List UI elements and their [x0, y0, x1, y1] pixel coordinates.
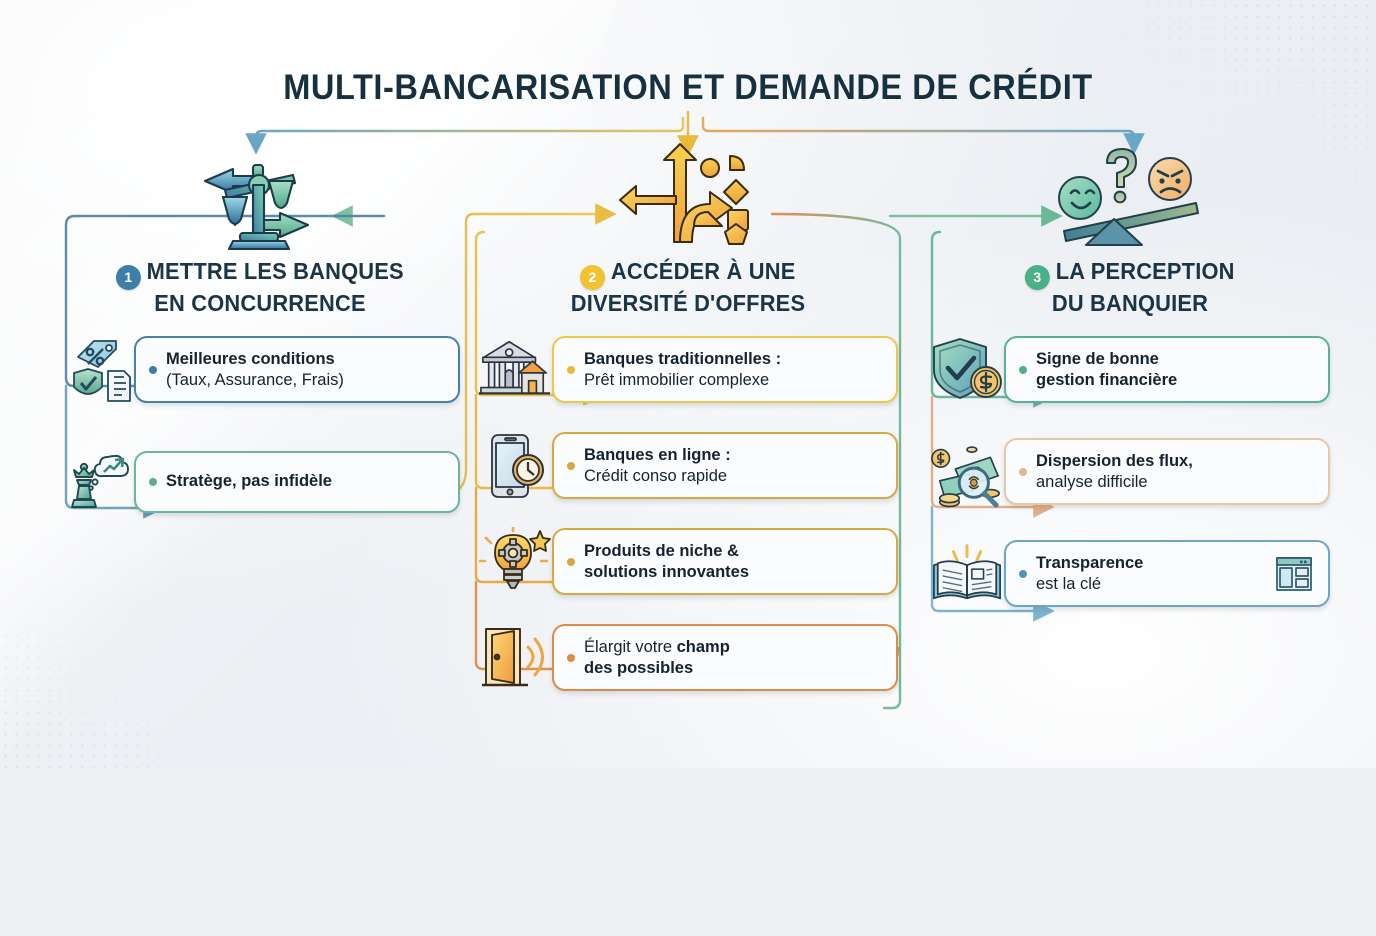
balance-scale-icon — [60, 140, 460, 252]
item-text: Signe de bonne gestion financière — [1036, 349, 1177, 391]
column-1-items: Meilleures conditions (Taux, Assurance, … — [60, 333, 460, 519]
price-tag-shield-documents-icon — [60, 333, 134, 407]
bullet-dot — [1019, 569, 1027, 578]
item-text: Transparence est la clé — [1036, 553, 1143, 595]
column-1-number-badge: 1 — [115, 264, 141, 290]
list-item: Banques traditionnelles : Prêt immobilie… — [478, 333, 898, 407]
item-card: Dispersion des flux, analyse difficile — [1004, 437, 1330, 506]
bullet-dot — [567, 653, 575, 662]
bullet-dot — [149, 477, 157, 486]
item-card: Transparence est la clé — [1004, 539, 1330, 608]
column-2-heading-line2: DIVERSITÉ D'OFFRES — [570, 289, 806, 316]
item-card: Élargit votre champ des possibles — [552, 623, 898, 692]
seesaw-faces-question-icon — [930, 140, 1330, 252]
item-title: Transparence — [1036, 553, 1144, 572]
bullet-dot — [149, 365, 157, 374]
list-item: Élargit votre champ des possibles — [478, 621, 898, 695]
item-card: Signe de bonne gestion financière — [1004, 335, 1330, 404]
shield-check-coin-icon — [930, 333, 1004, 407]
item-text: Banques traditionnelles : Prêt immobilie… — [584, 349, 781, 391]
item-title: champ — [676, 637, 730, 656]
item-subtitle: des possibles — [584, 658, 694, 677]
bank-building-house-icon — [478, 333, 552, 407]
list-item: Banques en ligne : Crédit conso rapide — [478, 429, 898, 503]
column-1-heading-line2: EN CONCURRENCE — [154, 289, 366, 316]
column-2-heading-line1: ACCÉDER À UNE — [610, 258, 796, 284]
page-title: MULTI-BANCARISATION ET DEMANDE DE CRÉDIT — [283, 68, 1093, 107]
item-title: Signe de bonne — [1036, 349, 1159, 368]
column-3-heading-line1: LA PERCEPTION — [1055, 258, 1235, 284]
item-subtitle: solutions innovantes — [584, 562, 750, 581]
item-card: Banques en ligne : Crédit conso rapide — [552, 431, 898, 500]
item-title: Banques en ligne : — [584, 445, 731, 464]
item-text: Produits de niche & solutions innovantes — [584, 541, 749, 583]
chess-queen-thought-icon — [60, 445, 134, 519]
column-3-heading-line2: DU BANQUIER — [1051, 289, 1209, 316]
bullet-dot — [1019, 365, 1027, 374]
column-2-items: Banques traditionnelles : Prêt immobilie… — [478, 333, 898, 695]
open-book-rays-icon — [930, 537, 1004, 611]
item-subtitle: analyse difficile — [1036, 472, 1148, 491]
smartphone-clock-icon — [478, 429, 552, 503]
item-text: Meilleures conditions (Taux, Assurance, … — [166, 349, 344, 391]
item-title: Meilleures conditions — [166, 349, 335, 368]
item-title: Stratège, pas infidèle — [166, 472, 332, 491]
list-item: Dispersion des flux, analyse difficile — [930, 435, 1330, 509]
item-card: Banques traditionnelles : Prêt immobilie… — [552, 335, 898, 404]
item-subtitle: (Taux, Assurance, Frais) — [166, 370, 344, 389]
column-1-heading-line1: METTRE LES BANQUES — [146, 258, 404, 284]
list-item: Produits de niche & solutions innovantes — [478, 525, 898, 599]
banknotes-magnifier-icon — [930, 435, 1004, 509]
window-layout-icon — [1274, 554, 1314, 594]
item-title: Dispersion des flux, — [1036, 451, 1193, 470]
item-text: Dispersion des flux, analyse difficile — [1036, 451, 1193, 493]
list-item: Transparence est la clé — [930, 537, 1330, 611]
bullet-dot — [567, 557, 575, 566]
bullet-dot — [1019, 467, 1027, 476]
item-card: Meilleures conditions (Taux, Assurance, … — [134, 335, 460, 404]
item-card: Produits de niche & solutions innovantes — [552, 527, 898, 596]
column-3-number-badge: 3 — [1024, 264, 1050, 290]
item-subtitle: Crédit conso rapide — [584, 466, 728, 485]
item-prefix: Élargit votre — [584, 637, 677, 656]
background-dot-pattern-bottom-left — [0, 608, 230, 768]
open-door-waves-icon — [478, 621, 552, 695]
item-subtitle: Prêt immobilier complexe — [584, 370, 770, 389]
item-text: Banques en ligne : Crédit conso rapide — [584, 445, 731, 487]
item-subtitle: est la clé — [1036, 574, 1102, 593]
column-2-number-badge: 2 — [579, 264, 605, 290]
bullet-dot — [567, 365, 575, 374]
item-text: Élargit votre champ des possibles — [584, 637, 730, 679]
lightbulb-gear-star-icon — [478, 525, 552, 599]
item-card: Stratège, pas infidèle — [134, 450, 460, 513]
item-text: Stratège, pas infidèle — [166, 471, 332, 492]
branching-arrows-icon — [478, 140, 898, 252]
item-title: Produits de niche & — [584, 541, 739, 560]
item-title: Banques traditionnelles : — [584, 349, 782, 368]
list-item: Meilleures conditions (Taux, Assurance, … — [60, 333, 460, 407]
list-item: Stratège, pas infidèle — [60, 445, 460, 519]
list-item: Signe de bonne gestion financière — [930, 333, 1330, 407]
column-3-items: Signe de bonne gestion financière — [930, 333, 1330, 611]
bullet-dot — [567, 461, 575, 470]
item-subtitle: gestion financière — [1036, 370, 1178, 389]
